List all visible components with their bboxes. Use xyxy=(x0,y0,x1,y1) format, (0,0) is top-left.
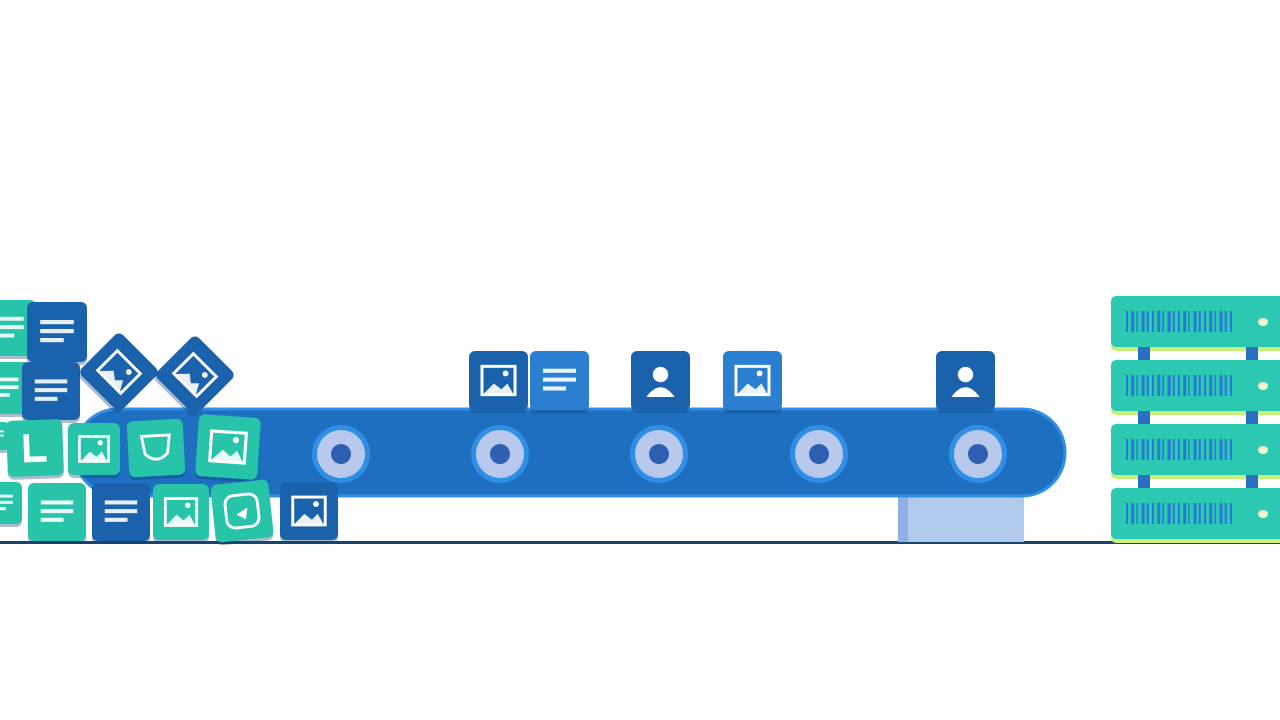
rack-connector xyxy=(1138,411,1150,424)
belt-item xyxy=(631,351,690,413)
pile-item xyxy=(154,336,234,416)
document-icon xyxy=(34,379,68,401)
image-icon xyxy=(480,364,517,397)
image-icon xyxy=(291,495,327,527)
document-icon xyxy=(0,430,4,437)
pile-item xyxy=(28,483,86,544)
barcode-lines xyxy=(1126,503,1232,524)
rack-connector xyxy=(1246,347,1258,360)
pile-item xyxy=(0,482,22,527)
floor-line xyxy=(0,541,1280,544)
server-unit xyxy=(1111,360,1280,415)
conveyor-support-edge xyxy=(898,495,908,542)
belt-item xyxy=(723,351,782,413)
belt-item xyxy=(936,351,995,413)
pile-item xyxy=(153,484,209,543)
belt-item xyxy=(530,351,589,413)
document-icon xyxy=(0,377,19,397)
shield-icon xyxy=(139,433,171,461)
pile-item xyxy=(280,482,338,543)
rack-connector xyxy=(1246,475,1258,488)
status-led xyxy=(1258,510,1268,518)
barcode-lines xyxy=(1126,375,1232,396)
document-icon xyxy=(0,316,24,338)
belt-item xyxy=(469,351,528,413)
conveyor-roller xyxy=(471,425,529,483)
status-led xyxy=(1258,382,1268,390)
pile-item xyxy=(68,423,120,478)
pile-item xyxy=(195,414,261,483)
server-unit xyxy=(1111,488,1280,543)
conveyor-roller xyxy=(790,425,848,483)
image-icon xyxy=(78,435,110,463)
barcode-lines xyxy=(1126,439,1232,460)
pile-item xyxy=(210,479,274,546)
pile-item xyxy=(92,483,150,544)
document-icon xyxy=(40,500,74,522)
conveyor-roller xyxy=(630,425,688,483)
image-icon xyxy=(207,429,249,465)
image-icon xyxy=(171,351,219,399)
face-icon xyxy=(223,492,261,530)
pile-item xyxy=(0,300,36,359)
document-icon xyxy=(104,500,138,522)
rack-connector xyxy=(1138,475,1150,488)
rack-connector xyxy=(1138,347,1150,360)
chart-icon xyxy=(23,434,47,463)
server-unit xyxy=(1111,296,1280,351)
image-icon xyxy=(163,497,199,527)
server-unit xyxy=(1111,424,1280,479)
status-led xyxy=(1258,446,1268,454)
barcode-lines xyxy=(1126,311,1232,332)
conveyor-support xyxy=(898,495,1024,542)
user-icon xyxy=(646,366,675,398)
pile-item xyxy=(27,302,87,365)
document-icon xyxy=(0,494,13,511)
document-icon xyxy=(542,368,577,391)
pile-item xyxy=(126,418,186,481)
conveyor-roller xyxy=(312,425,370,483)
pile-item xyxy=(78,333,158,413)
rack-connector xyxy=(1246,411,1258,424)
image-icon xyxy=(734,364,771,397)
image-icon xyxy=(95,348,143,396)
document-icon xyxy=(40,320,74,343)
status-led xyxy=(1258,318,1268,326)
conveyor-roller xyxy=(949,425,1007,483)
user-icon xyxy=(951,366,980,398)
pile-item xyxy=(22,362,80,423)
pile-item xyxy=(6,419,64,480)
